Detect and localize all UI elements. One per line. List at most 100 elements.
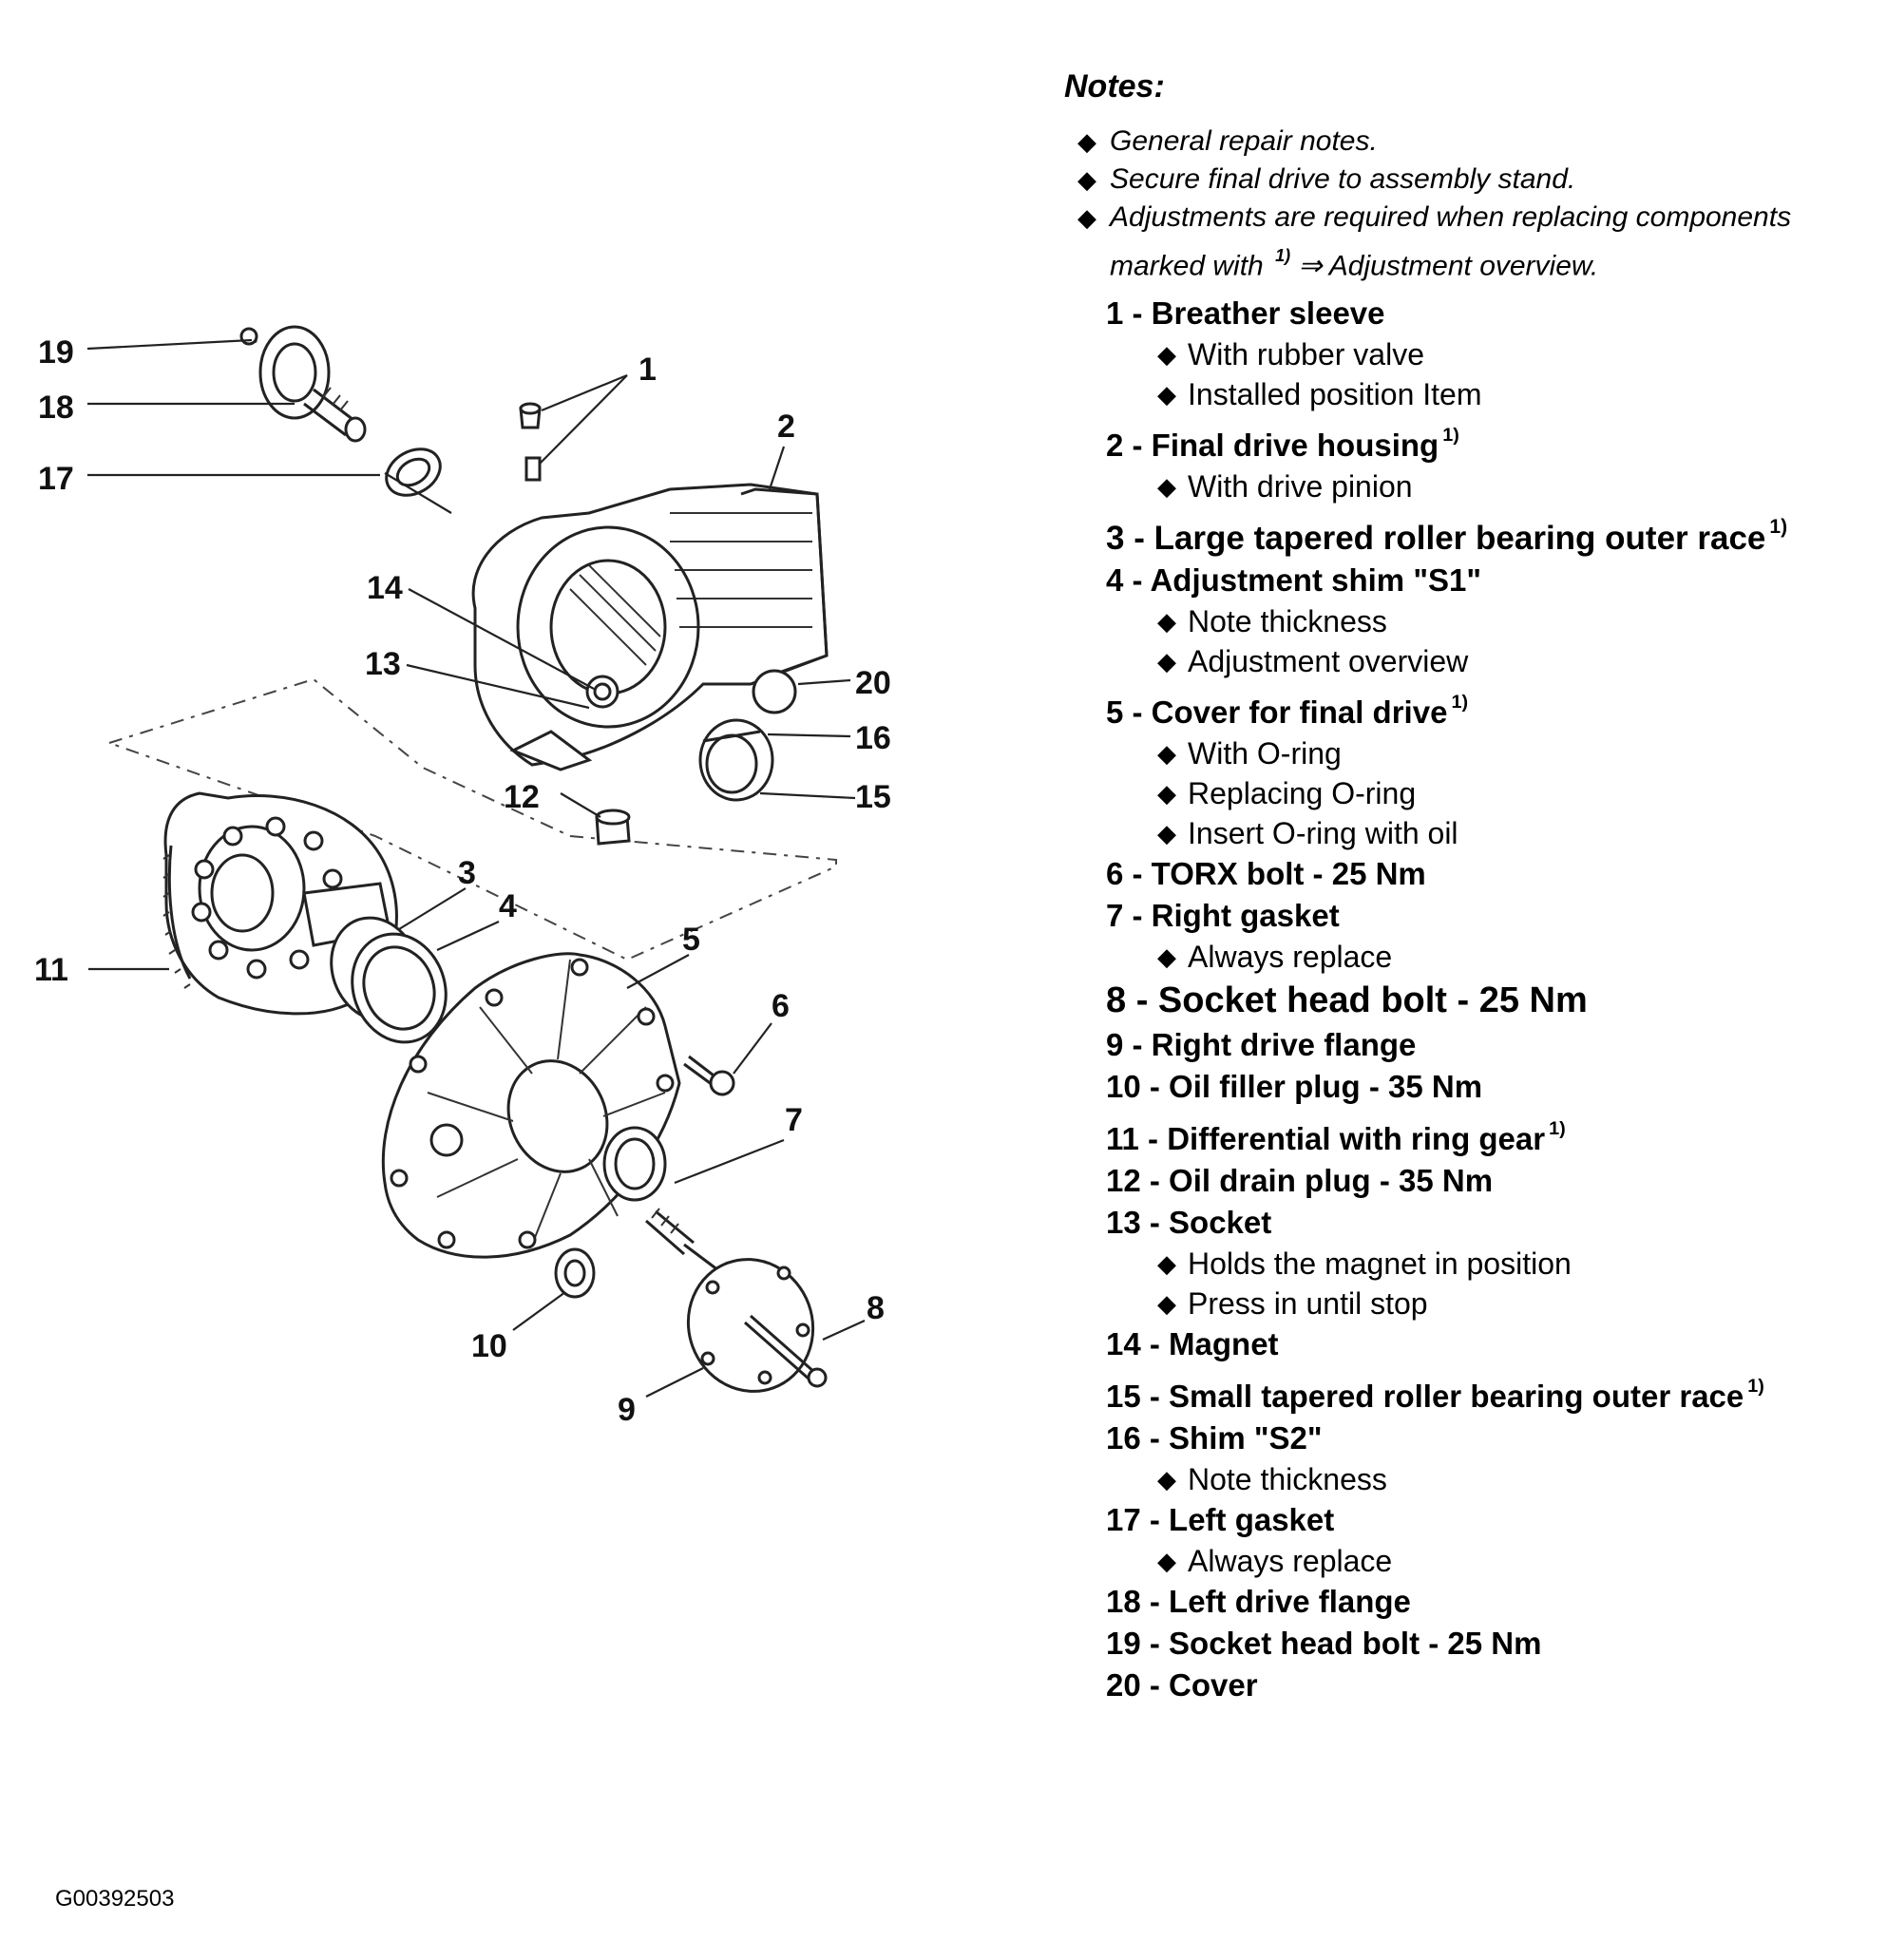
callout-9: 9 xyxy=(618,1392,636,1428)
bullet-icon: ◆ xyxy=(1157,380,1176,409)
callout-2: 2 xyxy=(777,409,795,445)
left-gasket-part xyxy=(385,447,442,497)
callout-4: 4 xyxy=(499,888,517,924)
part-sub-note: ◆Always replace xyxy=(1064,937,1881,977)
part-label-text: 20 - Cover xyxy=(1106,1666,1258,1703)
callout-5: 5 xyxy=(682,922,700,958)
bullet-icon: ◆ xyxy=(1077,165,1096,194)
part-sub-note-text: Always replace xyxy=(1188,939,1393,974)
part-label: 1 - Breather sleeve xyxy=(1064,293,1881,334)
parts-list-item: 4 - Adjustment shim "S1" ◆ Note thickness◆… xyxy=(1064,560,1881,681)
callout-16: 16 xyxy=(855,720,891,756)
parts-list-item: 15 - Small tapered roller bearing outer … xyxy=(1064,1365,1881,1418)
note-item: ◆Adjustments are required when replacing… xyxy=(1064,199,1881,285)
part-sub-note-text: With O-ring xyxy=(1188,735,1342,771)
oil-filler-plug-part xyxy=(554,1247,596,1299)
part-label-text: 14 - Magnet xyxy=(1106,1325,1279,1361)
part-sub-note: ◆Replacing O-ring xyxy=(1064,773,1881,813)
parts-list-item: 12 - Oil drain plug - 35 Nm xyxy=(1064,1160,1881,1202)
part-label: 9 - Right drive flange xyxy=(1064,1024,1881,1066)
parts-list-item: 6 - TORX bolt - 25 Nm xyxy=(1064,853,1881,895)
callout-7: 7 xyxy=(785,1102,803,1138)
part-sub-note-text: Note thickness xyxy=(1188,604,1387,639)
part-label-text: 11 - Differential with ring gear xyxy=(1106,1120,1546,1156)
part-label-text: 6 - TORX bolt - 25 Nm xyxy=(1106,855,1426,891)
right-drive-flange-part xyxy=(645,1208,815,1393)
part-sub-note: ◆Always replace xyxy=(1064,1541,1881,1581)
leader-lines xyxy=(86,338,866,1398)
figure-id: G00392503 xyxy=(55,1886,175,1912)
part-label-text: 12 - Oil drain plug - 35 Nm xyxy=(1106,1162,1494,1198)
parts-list-item: 7 - Right gasket◆Always replace xyxy=(1064,895,1881,977)
oil-drain-plug-part xyxy=(595,809,631,846)
part-sub-note: ◆Note thickness xyxy=(1064,1459,1881,1499)
part-label-text: 9 - Right drive flange xyxy=(1106,1026,1417,1062)
part-sub-note: ◆Holds the magnet in position xyxy=(1064,1244,1881,1284)
callout-11: 11 xyxy=(34,952,68,988)
adjustment-marker: 1) xyxy=(1769,516,1788,539)
parts-list-item: 18 - Left drive flange xyxy=(1064,1581,1881,1623)
bullet-icon: ◆ xyxy=(1157,1546,1176,1575)
bullet-icon: ◆ xyxy=(1077,127,1096,156)
callout-10: 10 xyxy=(471,1328,507,1364)
part-sub-note-text: Replacing O-ring xyxy=(1188,775,1417,810)
parts-list-item: 9 - Right drive flange xyxy=(1064,1024,1881,1066)
bullet-icon: ◆ xyxy=(1157,1288,1176,1318)
bullet-icon: ◆ xyxy=(1157,818,1176,847)
note-text: ⇒ Adjustment overview. xyxy=(1298,250,1599,282)
part-sub-note: ◆With drive pinion xyxy=(1064,466,1881,506)
parts-list-item: 1 - Breather sleeve◆With rubber valve◆In… xyxy=(1064,293,1881,414)
note-item: ◆Secure final drive to assembly stand. xyxy=(1064,161,1881,199)
left-drive-flange-part xyxy=(239,325,367,443)
callout-18: 18 xyxy=(38,390,74,426)
part-label: 7 - Right gasket xyxy=(1064,895,1881,937)
part-sub-note-text: Insert O-ring with oil xyxy=(1188,815,1458,850)
note-item: ◆ General repair notes. xyxy=(1064,123,1881,161)
note-text: General repair notes. xyxy=(1110,125,1378,157)
callout-13: 13 xyxy=(365,646,401,682)
part-label-text: 15 - Small tapered roller bearing outer … xyxy=(1106,1378,1744,1414)
final-drive-cover-part xyxy=(381,952,681,1259)
torx-bolt-part xyxy=(683,1055,735,1096)
parts-list: 1 - Breather sleeve◆With rubber valve◆In… xyxy=(1064,293,1881,1705)
part-sub-note-text: Note thickness xyxy=(1188,1461,1387,1496)
part-label: 19 - Socket head bolt - 25 Nm xyxy=(1064,1623,1881,1665)
adjustment-marker: 1) xyxy=(1442,425,1459,447)
part-label: 20 - Cover xyxy=(1064,1665,1881,1706)
callout-20: 20 xyxy=(855,665,891,701)
part-label-text: 5 - Cover for final drive xyxy=(1106,694,1448,730)
part-label: 13 - Socket xyxy=(1064,1202,1881,1244)
part-label-text: 1 - Breather sleeve xyxy=(1106,295,1385,332)
breather-sleeve-part xyxy=(519,402,542,482)
bullet-icon: ◆ xyxy=(1157,340,1176,370)
part-label-text: 13 - Socket xyxy=(1106,1204,1272,1240)
part-sub-note: ◆ With O-ring xyxy=(1064,733,1881,773)
part-label-text: 17 - Left gasket xyxy=(1106,1501,1335,1537)
notes-heading: Notes: xyxy=(1064,68,1165,105)
part-sub-note-text: Adjustment overview xyxy=(1188,644,1469,679)
parts-list-item: 8 - Socket head bolt - 25 Nm xyxy=(1064,977,1881,1024)
part-sub-note: ◆Adjustment overview xyxy=(1064,641,1881,681)
part-label-text: 19 - Socket head bolt - 25 Nm xyxy=(1106,1625,1542,1661)
parts-list-item: 20 - Cover xyxy=(1064,1665,1881,1706)
part-sub-note: ◆With rubber valve xyxy=(1064,334,1881,374)
callout-17: 17 xyxy=(38,461,74,497)
parts-list-item: 14 - Magnet xyxy=(1064,1323,1881,1365)
part-label-text: 3 - Large tapered roller bearing outer r… xyxy=(1106,520,1766,558)
part-label-text: 4 - Adjustment shim "S1" xyxy=(1106,562,1481,599)
callout-15: 15 xyxy=(855,779,891,815)
part-sub-note-text: Installed position Item xyxy=(1188,377,1482,412)
bullet-icon: ◆ xyxy=(1157,738,1176,768)
part-label: 14 - Magnet xyxy=(1064,1323,1881,1365)
bullet-icon: ◆ xyxy=(1157,607,1176,637)
parts-list-item: 3 - Large tapered roller bearing outer r… xyxy=(1064,506,1881,560)
part-sub-note-text: Holds the magnet in position xyxy=(1188,1246,1572,1281)
part-label: 6 - TORX bolt - 25 Nm xyxy=(1064,853,1881,895)
callout-19: 19 xyxy=(38,334,74,371)
adjustment-marker: 1) xyxy=(1451,692,1469,714)
